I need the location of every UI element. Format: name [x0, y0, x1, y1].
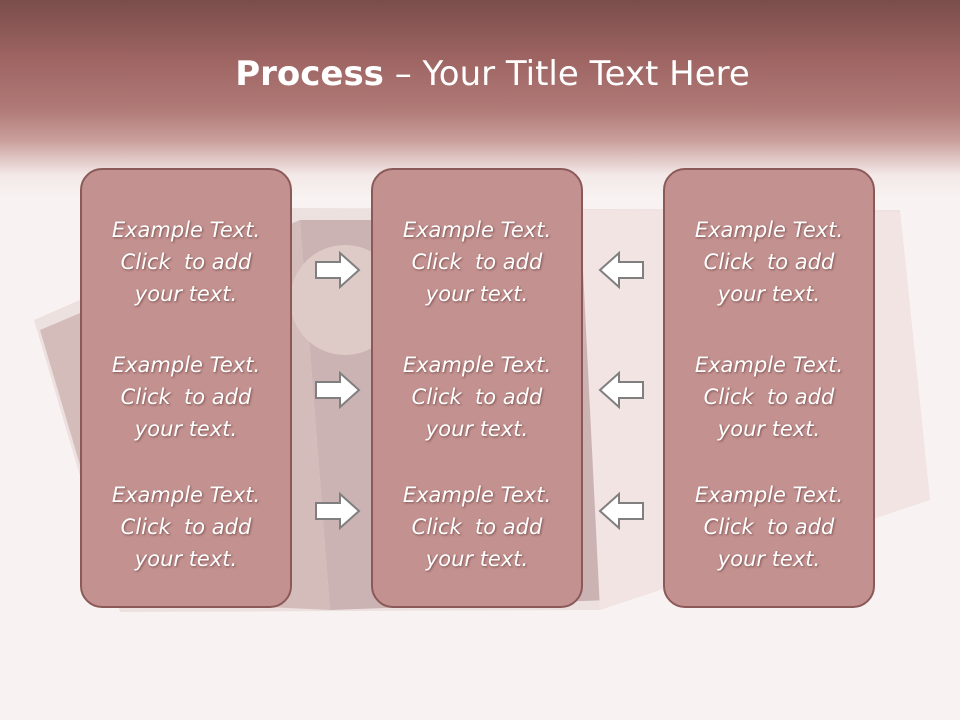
- text-placeholder[interactable]: Example Text. Click to add your text.: [82, 349, 290, 445]
- placeholder-line: Click to add: [411, 385, 543, 409]
- text-placeholder[interactable]: Example Text. Click to add your text.: [373, 214, 581, 310]
- placeholder-line: your text.: [134, 547, 238, 571]
- placeholder-line: your text.: [717, 547, 821, 571]
- text-placeholder[interactable]: Example Text. Click to add your text.: [665, 349, 873, 445]
- placeholder-line: Click to add: [703, 385, 835, 409]
- text-placeholder[interactable]: Example Text. Click to add your text.: [82, 479, 290, 575]
- text-placeholder[interactable]: Example Text. Click to add your text.: [82, 214, 290, 310]
- placeholder-line: Example Text.: [694, 483, 844, 507]
- slide-title[interactable]: Process – Your Title Text Here: [0, 52, 960, 96]
- placeholder-line: Example Text.: [111, 353, 261, 377]
- placeholder-line: your text.: [425, 282, 529, 306]
- process-panel-1[interactable]: Example Text. Click to add your text. Exam…: [80, 168, 292, 608]
- placeholder-line: Click to add: [703, 250, 835, 274]
- placeholder-line: your text.: [134, 282, 238, 306]
- left-arrow-icon: [598, 370, 644, 410]
- placeholder-line: Example Text.: [694, 218, 844, 242]
- placeholder-line: Click to add: [411, 250, 543, 274]
- placeholder-line: Click to add: [120, 385, 252, 409]
- left-arrow-icon: [598, 491, 644, 531]
- text-placeholder[interactable]: Example Text. Click to add your text.: [373, 479, 581, 575]
- title-rest: – Your Title Text Here: [383, 54, 750, 94]
- text-placeholder[interactable]: Example Text. Click to add your text.: [373, 349, 581, 445]
- placeholder-line: Click to add: [411, 515, 543, 539]
- placeholder-line: Example Text.: [402, 483, 552, 507]
- placeholder-line: Click to add: [120, 515, 252, 539]
- right-arrow-icon: [315, 491, 361, 531]
- placeholder-line: Example Text.: [402, 218, 552, 242]
- placeholder-line: your text.: [425, 417, 529, 441]
- text-placeholder[interactable]: Example Text. Click to add your text.: [665, 479, 873, 575]
- placeholder-line: your text.: [717, 417, 821, 441]
- placeholder-line: your text.: [425, 547, 529, 571]
- placeholder-line: Example Text.: [111, 483, 261, 507]
- right-arrow-icon: [315, 370, 361, 410]
- title-bold: Process: [235, 54, 384, 94]
- process-panel-2[interactable]: Example Text. Click to add your text. Exam…: [371, 168, 583, 608]
- placeholder-line: Click to add: [120, 250, 252, 274]
- placeholder-line: your text.: [717, 282, 821, 306]
- text-placeholder[interactable]: Example Text. Click to add your text.: [665, 214, 873, 310]
- left-arrow-icon: [598, 250, 644, 290]
- process-panel-3[interactable]: Example Text. Click to add your text. Exam…: [663, 168, 875, 608]
- placeholder-line: Click to add: [703, 515, 835, 539]
- placeholder-line: Example Text.: [402, 353, 552, 377]
- title-bar: [0, 0, 960, 200]
- placeholder-line: Example Text.: [111, 218, 261, 242]
- placeholder-line: Example Text.: [694, 353, 844, 377]
- placeholder-line: your text.: [134, 417, 238, 441]
- right-arrow-icon: [315, 250, 361, 290]
